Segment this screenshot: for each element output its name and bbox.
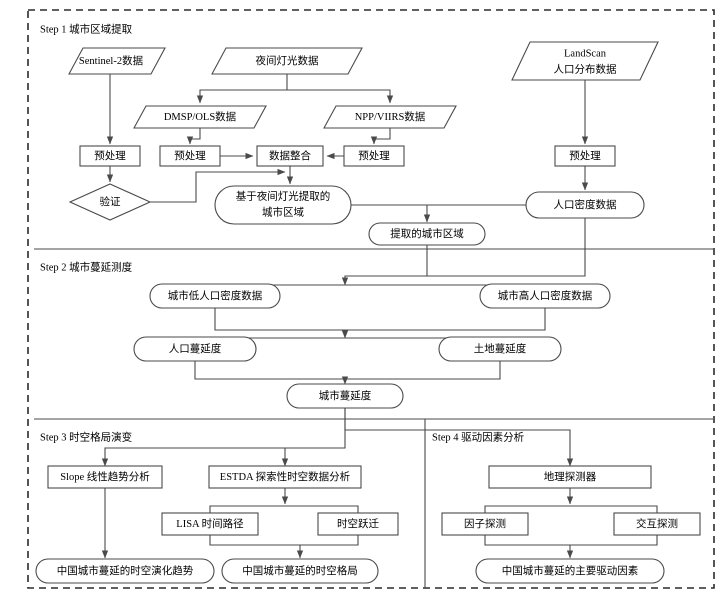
node-dmsp-label: DMSP/OLS数据 <box>164 110 237 123</box>
node-urban-area-from-nightlight[interactable]: 基于夜间灯光提取的 城市区域 <box>214 185 352 225</box>
node-preprocess-2-label: 预处理 <box>174 150 206 162</box>
node-npp-viirs-data[interactable]: NPP/VIIRS数据 <box>323 105 457 129</box>
node-sentinel2-label: Sentinel-2数据 <box>79 54 144 67</box>
node-slope-trend-analysis[interactable]: Slope 线性趋势分析 <box>47 465 163 489</box>
node-lisa-time-path[interactable]: LISA 时间路径 <box>161 512 259 536</box>
node-result-spatiotemporal-pattern[interactable]: 中国城市蔓延的时空格局 <box>221 558 379 584</box>
node-lisa-label: LISA 时间路径 <box>176 517 244 530</box>
node-result-spatiotemporal-trend[interactable]: 中国城市蔓延的时空演化趋势 <box>35 558 215 584</box>
node-urban-nl-label-line1: 基于夜间灯光提取的 <box>236 189 331 202</box>
node-geodetector[interactable]: 地理探测器 <box>488 465 652 489</box>
node-high-density-urban-data[interactable]: 城市高人口密度数据 <box>479 283 611 309</box>
node-slope-label: Slope 线性趋势分析 <box>60 470 150 483</box>
node-nightlight-label: 夜间灯光数据 <box>256 54 319 67</box>
node-landscan-label-line1: LandScan <box>564 48 607 59</box>
node-high-density-label: 城市高人口密度数据 <box>498 289 593 302</box>
node-urban-sprawl[interactable]: 城市蔓延度 <box>286 383 404 409</box>
edge-interact-result-drivers <box>570 535 658 546</box>
node-preprocess-4-label: 预处理 <box>569 150 601 162</box>
node-pop-sprawl-label: 人口蔓延度 <box>169 342 222 355</box>
edge-geodetector-factor <box>484 505 570 513</box>
edge-urban-nightlight-extracted <box>351 204 431 223</box>
node-result-driving-factors[interactable]: 中国城市蔓延的主要驱动因素 <box>475 558 665 584</box>
edge-urban-sprawl-estda <box>281 447 345 467</box>
node-factor-detect-label: 因子探测 <box>464 517 506 530</box>
node-spacetime-jump-label: 时空跃迁 <box>337 517 379 530</box>
edge-lisa-result-pattern <box>209 535 304 559</box>
edge-nightlight-dmsp <box>196 74 288 104</box>
node-validation[interactable]: 验证 <box>68 183 152 221</box>
node-preprocess-landscan[interactable]: 预处理 <box>554 145 616 167</box>
edge-pop-sprawl-urban <box>194 361 349 385</box>
node-preprocess-npp[interactable]: 预处理 <box>343 145 405 167</box>
outer-dashed-frame <box>27 9 715 589</box>
edge-dmsp-pre2 <box>186 128 201 145</box>
node-landscan-data[interactable]: LandScan 人口分布数据 <box>511 41 659 81</box>
node-dmsp-ols-data[interactable]: DMSP/OLS数据 <box>133 105 267 129</box>
edge-high-density-sprawl <box>345 308 546 331</box>
node-integration-label: 数据整合 <box>269 149 311 162</box>
node-result-drivers-label: 中国城市蔓延的主要驱动因素 <box>502 564 639 577</box>
node-urban-nl-label-line2: 城市区域 <box>262 205 304 218</box>
node-spacetime-transition[interactable]: 时空跃迁 <box>317 512 399 536</box>
edge-estda-lisa <box>209 505 285 513</box>
edge-nightlight-npp <box>287 89 394 104</box>
node-extracted-urban-label: 提取的城市区域 <box>390 227 464 240</box>
edge-popdensity-density-split <box>427 218 586 277</box>
edge-land-sprawl-urban <box>345 361 501 380</box>
node-low-density-urban-data[interactable]: 城市低人口密度数据 <box>149 283 281 309</box>
node-popdensity-label: 人口密度数据 <box>554 198 617 211</box>
node-result-trend-label: 中国城市蔓延的时空演化趋势 <box>57 564 194 577</box>
node-population-density-data[interactable]: 人口密度数据 <box>525 191 645 219</box>
node-low-density-label: 城市低人口密度数据 <box>168 289 263 302</box>
edge-estda-jump <box>285 505 359 513</box>
edge-validate-integrate <box>148 168 286 203</box>
node-interaction-detection[interactable]: 交互探测 <box>613 512 701 536</box>
node-population-sprawl[interactable]: 人口蔓延度 <box>133 336 257 362</box>
edge-low-density-sprawl <box>214 308 349 339</box>
edge-urban-sprawl-geodetector <box>345 429 574 467</box>
node-estda-analysis[interactable]: ESTDA 探索性时空数据分析 <box>208 465 362 489</box>
step-label-3: Step 3 时空格局演变 <box>40 430 133 443</box>
node-land-sprawl[interactable]: 土地蔓延度 <box>438 336 562 362</box>
node-extracted-urban-area[interactable]: 提取的城市区域 <box>368 222 486 246</box>
node-result-pattern-label: 中国城市蔓延的时空格局 <box>242 564 358 577</box>
edge-geodetector-interact <box>570 505 658 513</box>
node-urban-sprawl-label: 城市蔓延度 <box>319 389 372 402</box>
edge-extracted-density-split <box>341 245 428 286</box>
node-preprocess-1-label: 预处理 <box>94 150 126 162</box>
step-label-1: Step 1 城市区域提取 <box>40 22 133 35</box>
node-land-sprawl-label: 土地蔓延度 <box>474 342 527 355</box>
node-factor-detection[interactable]: 因子探测 <box>441 512 529 536</box>
node-validation-label: 验证 <box>100 195 121 208</box>
node-preprocess-dmsp[interactable]: 预处理 <box>159 145 221 167</box>
node-layer: Sentinel-2数据 夜间灯光数据 LandScan 人口分布数据 DMSP… <box>35 41 701 584</box>
node-nightlight-data[interactable]: 夜间灯光数据 <box>211 47 363 75</box>
step-label-4: Step 4 驱动因素分析 <box>432 430 525 443</box>
node-interact-detect-label: 交互探测 <box>636 517 678 530</box>
node-geodetector-label: 地理探测器 <box>544 470 597 483</box>
node-sentinel2-data[interactable]: Sentinel-2数据 <box>68 47 166 75</box>
node-data-integration[interactable]: 数据整合 <box>256 145 324 167</box>
step-label-2: Step 2 城市蔓延测度 <box>40 260 133 273</box>
edge-urban-sprawl-slope <box>101 408 346 467</box>
node-preprocess-3-label: 预处理 <box>358 150 390 162</box>
edge-factor-result-drivers <box>484 535 574 559</box>
node-estda-label: ESTDA 探索性时空数据分析 <box>220 470 351 483</box>
node-landscan-label-line2: 人口分布数据 <box>554 62 617 75</box>
node-npp-label: NPP/VIIRS数据 <box>355 110 426 123</box>
edge-jump-result-pattern <box>300 535 359 546</box>
edge-npp-pre3 <box>370 128 391 145</box>
node-preprocess-sentinel[interactable]: 预处理 <box>79 145 141 167</box>
